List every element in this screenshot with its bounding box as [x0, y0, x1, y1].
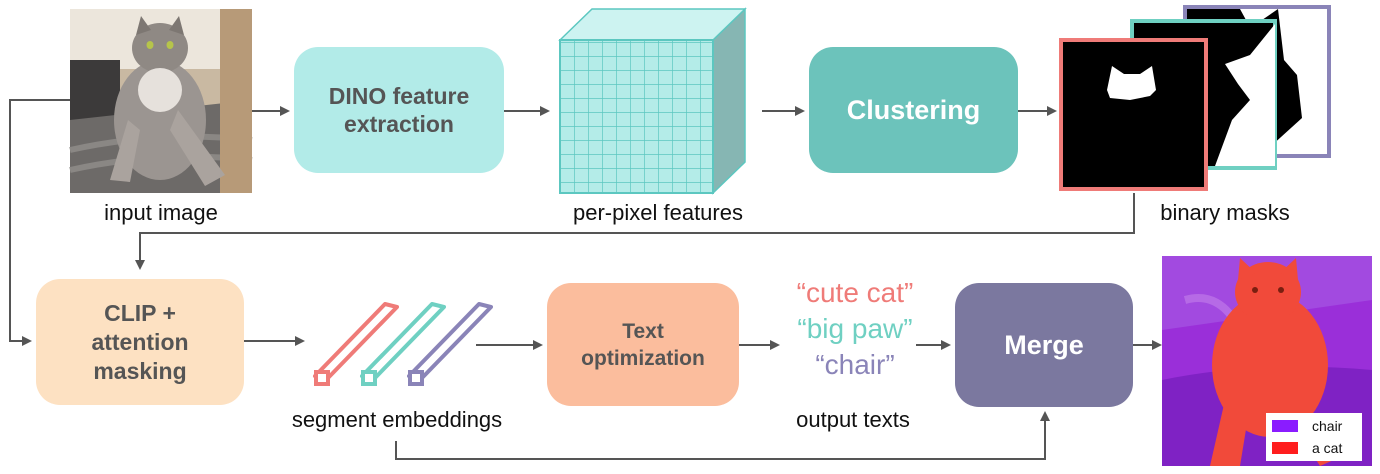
dino-feature-extraction-box: DINO feature extraction — [294, 47, 504, 173]
merge-box: Merge — [955, 283, 1133, 407]
clip-attention-masking-box: CLIP + attention masking — [36, 279, 244, 405]
segment-embeddings-caption: segment embeddings — [291, 407, 503, 432]
result-legend: chair a cat — [1266, 413, 1362, 461]
feature-cube-icon — [558, 7, 747, 195]
text-optimization-box: Text optimization — [547, 283, 739, 406]
arrow-input-to-clip — [9, 99, 70, 346]
input-image — [69, 9, 253, 193]
input-image-caption: input image — [104, 200, 218, 225]
output-texts-caption: output texts — [796, 407, 910, 432]
per-pixel-features-caption: per-pixel features — [573, 200, 743, 225]
legend-label-cat: a cat — [1312, 440, 1343, 456]
textopt-label: Text optimization — [581, 319, 705, 370]
arrow-masks-to-clip — [135, 193, 1135, 270]
legend-swatch-cat — [1272, 442, 1298, 454]
legend-swatch-chair — [1272, 420, 1298, 432]
clustering-box: Clustering — [809, 47, 1018, 173]
legend-item-cat: a cat — [1272, 440, 1343, 456]
arrow-embeddings-to-merge — [395, 411, 1050, 460]
merge-label: Merge — [1004, 329, 1084, 360]
output-text-big-paw: “big paw” — [797, 313, 913, 344]
binary-masks-icon — [1059, 5, 1331, 191]
output-text-chair: “chair” — [815, 349, 895, 380]
clip-label: CLIP + attention masking — [91, 299, 189, 384]
legend-label-chair: chair — [1312, 418, 1343, 434]
segment-embeddings-icon — [313, 302, 493, 386]
legend-item-chair: chair — [1272, 418, 1343, 434]
dino-label: DINO feature extraction — [328, 83, 470, 137]
clustering-label: Clustering — [846, 94, 981, 125]
output-text-cute-cat: “cute cat” — [796, 277, 914, 308]
binary-masks-caption: binary masks — [1160, 200, 1290, 225]
